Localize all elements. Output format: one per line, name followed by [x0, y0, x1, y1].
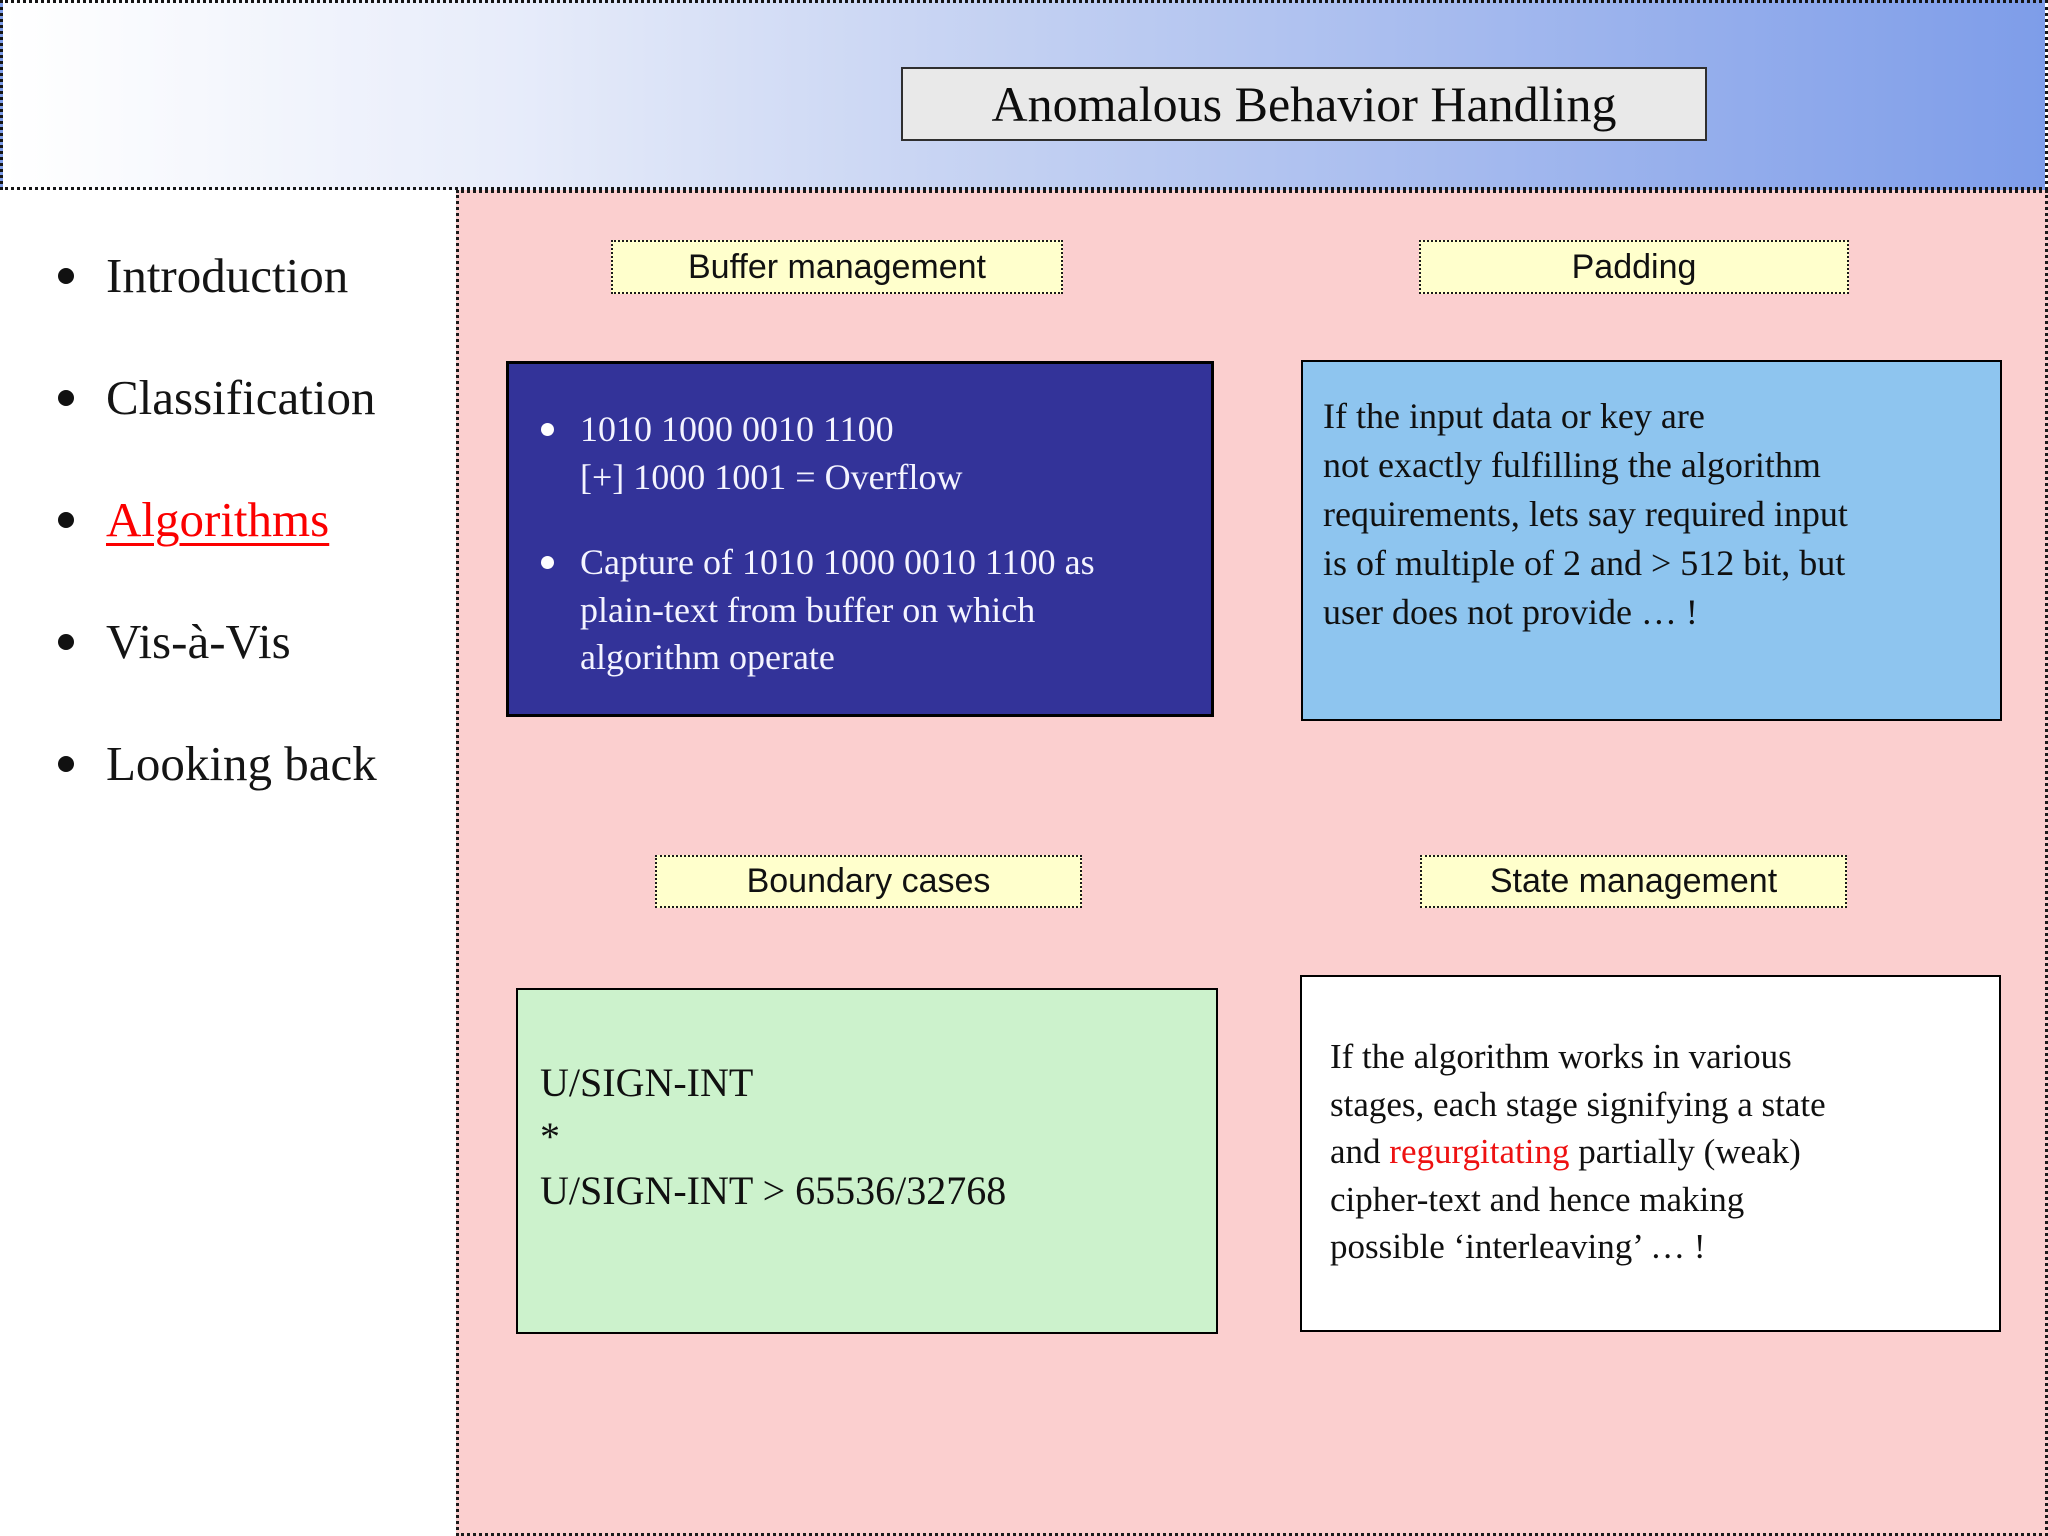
section-label-text: Boundary cases	[746, 862, 991, 900]
buffer-management-box: 1010 1000 0010 1100 [+] 1000 1001 = Over…	[506, 361, 1214, 717]
section-label-padding: Padding	[1419, 240, 1849, 294]
section-label-state-management: State management	[1420, 855, 1847, 908]
buffer-bullet-text: Capture of 1010 1000 0010 1100 as plain-…	[580, 542, 1095, 678]
page-title: Anomalous Behavior Handling	[991, 76, 1617, 132]
sidebar-item-label: Algorithms	[106, 492, 330, 547]
main-panel: Buffer management Padding 1010 1000 0010…	[456, 190, 2048, 1536]
boundary-cases-text: U/SIGN-INT * U/SIGN-INT > 65536/32768	[540, 1060, 1007, 1213]
sidebar-item-vis-a-vis[interactable]: Vis-à-Vis	[58, 612, 456, 672]
sidebar-item-classification[interactable]: Classification	[58, 368, 456, 428]
section-label-text: Padding	[1571, 247, 1697, 286]
state-text-after: partially (weak) cipher-text and hence m…	[1330, 1132, 1801, 1267]
sidebar-item-algorithms[interactable]: Algorithms	[58, 490, 456, 550]
sidebar-item-looking-back[interactable]: Looking back	[58, 734, 456, 794]
bullet-icon	[58, 268, 74, 284]
bullet-icon	[58, 634, 74, 650]
sidebar-item-label: Classification	[106, 370, 376, 425]
section-label-boundary-cases: Boundary cases	[655, 855, 1082, 908]
sidebar-item-label: Introduction	[106, 248, 349, 303]
section-label-buffer-management: Buffer management	[611, 240, 1063, 294]
padding-text: If the input data or key are not exactly…	[1323, 396, 1848, 632]
padding-box: If the input data or key are not exactly…	[1301, 360, 2002, 721]
state-management-box: If the algorithm works in various stages…	[1300, 975, 2001, 1332]
bullet-icon	[58, 512, 74, 528]
section-label-text: Buffer management	[688, 247, 986, 286]
sidebar-item-label: Vis-à-Vis	[106, 614, 291, 669]
buffer-bullet-1: 1010 1000 0010 1100 [+] 1000 1001 = Over…	[539, 406, 1193, 501]
bullet-icon	[541, 423, 554, 436]
sidebar-item-introduction[interactable]: Introduction	[58, 246, 456, 306]
banner: Anomalous Behavior Handling	[0, 0, 2048, 190]
state-text-before: If the algorithm works in various stages…	[1330, 1037, 1826, 1172]
title-box: Anomalous Behavior Handling	[901, 67, 1707, 141]
boundary-cases-box: U/SIGN-INT * U/SIGN-INT > 65536/32768	[516, 988, 1218, 1334]
sidebar-nav-list: Introduction Classification Algorithms V…	[0, 190, 456, 794]
bullet-icon	[541, 556, 554, 570]
buffer-bullet-2: Capture of 1010 1000 0010 1100 as plain-…	[539, 539, 1193, 682]
buffer-bullet-text: 1010 1000 0010 1100 [+] 1000 1001 = Over…	[580, 409, 963, 497]
section-label-text: State management	[1489, 862, 1778, 900]
bullet-icon	[58, 756, 74, 772]
state-management-text: If the algorithm works in various stages…	[1330, 1033, 1983, 1271]
bullet-icon	[58, 390, 74, 406]
sidebar: Introduction Classification Algorithms V…	[0, 190, 456, 1536]
sidebar-item-label: Looking back	[106, 736, 377, 791]
state-text-highlight: regurgitating	[1389, 1132, 1570, 1172]
